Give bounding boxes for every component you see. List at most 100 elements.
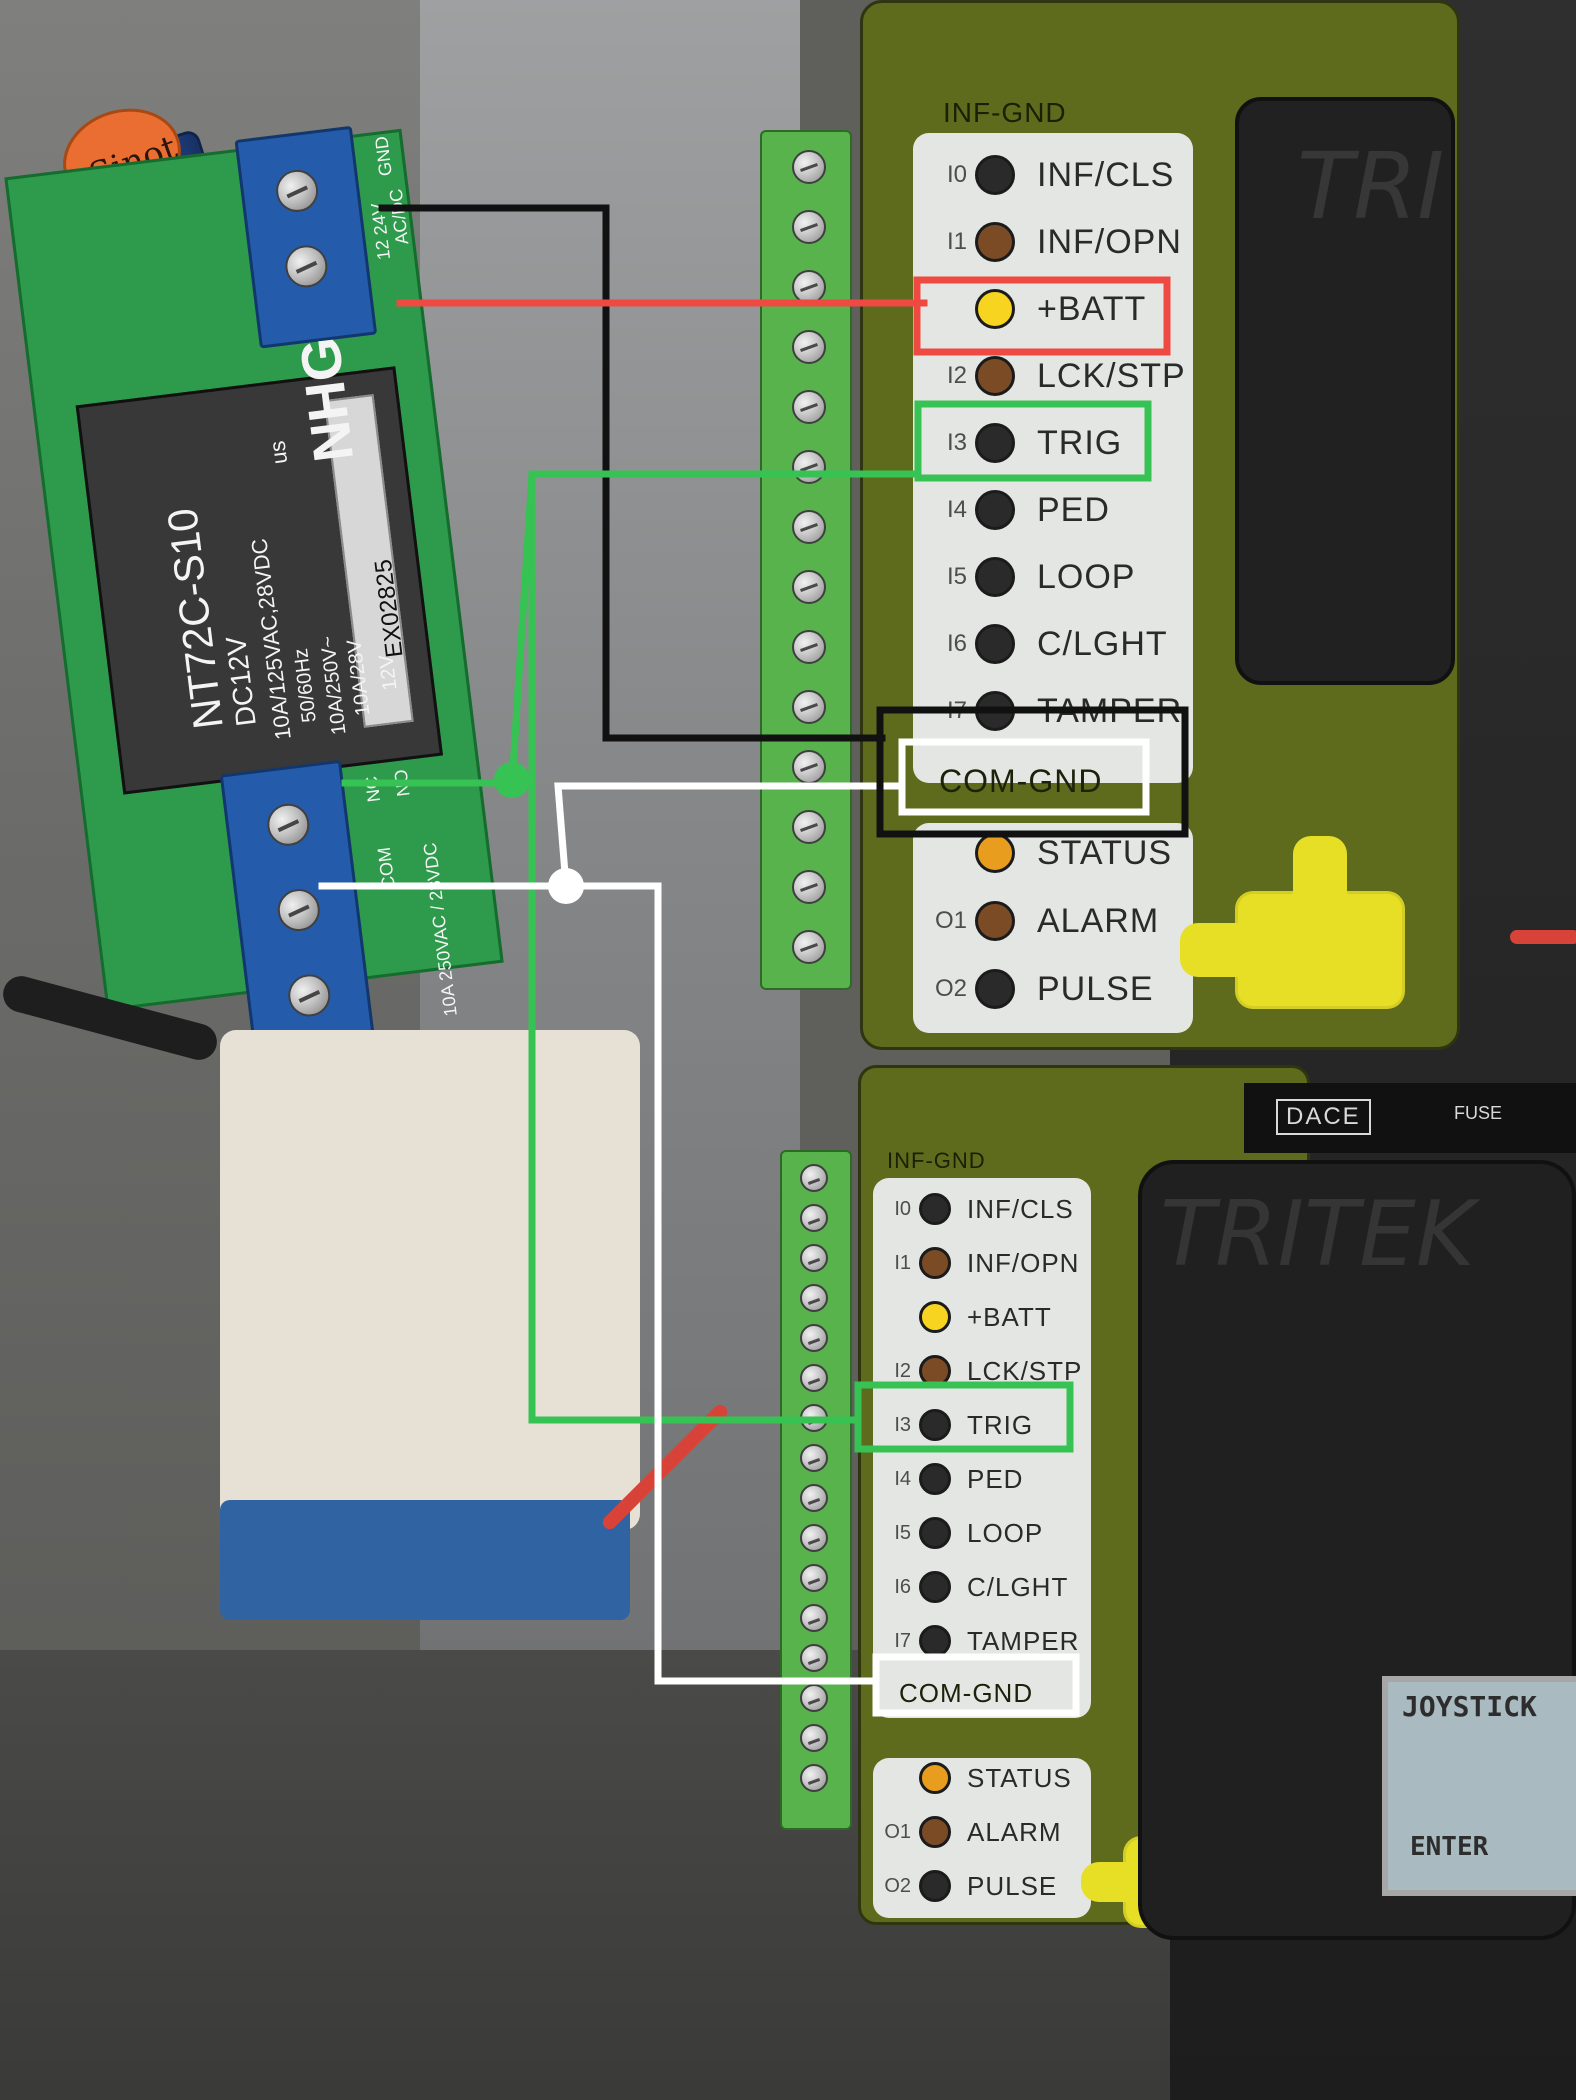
relay-cert-text: us xyxy=(264,439,293,466)
relay-bottom-terminal-text-no: NO xyxy=(390,768,414,798)
terminal-screw-icon xyxy=(800,1444,828,1472)
power-screw-1 xyxy=(273,167,321,215)
top-output-pulse: O2 PULSE xyxy=(929,969,1154,1009)
fuse-label: FUSE xyxy=(1454,1103,1503,1123)
terminal-screw-icon xyxy=(792,630,826,664)
top-led-icon xyxy=(975,490,1015,530)
top-row-code: I4 xyxy=(946,496,967,523)
terminal-screw-icon xyxy=(800,1284,828,1312)
power-screw-2 xyxy=(282,242,330,290)
bottom-led-icon xyxy=(919,1193,951,1225)
bottom-row-code: I2 xyxy=(894,1359,911,1382)
bottom-led-icon xyxy=(919,1571,951,1603)
bottom-output-led-icon xyxy=(919,1816,951,1848)
terminal-screw-icon xyxy=(792,390,826,424)
bottom-output-code: O1 xyxy=(884,1820,911,1843)
relay-cube: NT72C-S10 DC12V 10A/125VAC,28VDC 50/60Hz… xyxy=(75,334,443,795)
top-row-label: INF/OPN xyxy=(1037,222,1182,261)
bottom-led-icon xyxy=(919,1409,951,1441)
terminal-screw-icon xyxy=(800,1364,828,1392)
top-output-status: STATUS xyxy=(929,833,1172,873)
terminal-screw-icon xyxy=(800,1404,828,1432)
bottom-row-label: +BATT xyxy=(967,1301,1052,1332)
bottom-row-code: I3 xyxy=(894,1413,911,1436)
bottom-led-icon xyxy=(919,1247,951,1279)
top-row-code: I6 xyxy=(946,630,967,657)
top-output-label: STATUS xyxy=(1037,833,1173,872)
lcd-line-1: JOYSTICK xyxy=(1402,1690,1537,1723)
top-led-icon xyxy=(975,222,1015,262)
bottom-row--batt: +BATT xyxy=(879,1301,1052,1333)
top-output-label: ALARM xyxy=(1037,901,1160,940)
top-board-title: INF-GND xyxy=(943,97,1067,128)
top-row-code: I0 xyxy=(946,161,967,188)
top-output-label: PULSE xyxy=(1037,969,1154,1008)
terminal-screw-icon xyxy=(800,1604,828,1632)
top-row-ped: I4 PED xyxy=(929,490,1110,530)
terminal-screw-icon xyxy=(800,1764,828,1792)
dace-label: DACE xyxy=(1276,1099,1371,1135)
top-output-code: O2 xyxy=(934,975,967,1002)
white-device-base xyxy=(220,1500,630,1620)
bottom-lcd: JOYSTICK ENTER xyxy=(1382,1676,1576,1896)
bottom-output-status: STATUS xyxy=(879,1762,1072,1794)
top-row-label: PED xyxy=(1037,490,1110,529)
top-row-inf-cls: I0 INF/CLS xyxy=(929,155,1174,195)
bottom-row-label: INF/OPN xyxy=(967,1247,1080,1278)
top-output-code: O1 xyxy=(934,907,967,934)
bottom-led-icon xyxy=(919,1463,951,1495)
top-row-code: I2 xyxy=(946,362,967,389)
terminal-screw-icon xyxy=(792,870,826,904)
terminal-screw-icon xyxy=(792,450,826,484)
bottom-row-code: I5 xyxy=(894,1521,911,1544)
bottom-row-code: I6 xyxy=(894,1575,911,1598)
bottom-output-label: STATUS xyxy=(967,1762,1072,1793)
top-output-alarm: O1 ALARM xyxy=(929,901,1159,941)
bottom-row-label: PED xyxy=(967,1463,1024,1494)
top-output-led-icon xyxy=(975,833,1015,873)
relay-output-screw-2 xyxy=(275,886,323,934)
bottom-row-code: I7 xyxy=(894,1629,911,1652)
bottom-row-tamper: I7 TAMPER xyxy=(879,1625,1079,1657)
top-row-label: TRIG xyxy=(1037,423,1123,462)
red-cable-right xyxy=(1510,930,1576,944)
terminal-screw-icon xyxy=(792,270,826,304)
top-led-icon xyxy=(975,423,1015,463)
relay-output-screw-1 xyxy=(264,801,312,849)
top-output-panel xyxy=(913,823,1193,1033)
top-row-lck-stp: I2 LCK/STP xyxy=(929,356,1186,396)
bottom-row-label: TAMPER xyxy=(967,1625,1080,1656)
terminal-screw-icon xyxy=(800,1724,828,1752)
relay-bottom-terminal-text-nc-top: NC xyxy=(361,775,385,804)
bottom-row-label: TRIG xyxy=(967,1409,1034,1440)
bottom-output-panel xyxy=(873,1758,1091,1918)
top-joystick xyxy=(1180,836,1405,1009)
bottom-row-lck-stp: I2 LCK/STP xyxy=(879,1355,1082,1387)
bottom-row-trig: I3 TRIG xyxy=(879,1409,1033,1441)
bottom-case-text: TRITEK xyxy=(1160,1182,1475,1287)
terminal-screw-icon xyxy=(800,1244,828,1272)
relay-rating-2-text: 50/60Hz xyxy=(289,647,321,724)
terminal-screw-icon xyxy=(792,330,826,364)
terminal-screw-icon xyxy=(792,810,826,844)
top-row-label: +BATT xyxy=(1037,289,1147,328)
power-terminal-block xyxy=(234,125,378,349)
terminal-screw-icon xyxy=(792,930,826,964)
bottom-row-label: LCK/STP xyxy=(967,1355,1083,1386)
terminal-screw-icon xyxy=(792,510,826,544)
terminal-screw-icon xyxy=(800,1484,828,1512)
bottom-row-code: I4 xyxy=(894,1467,911,1490)
terminal-screw-icon xyxy=(800,1684,828,1712)
top-row-label: LCK/STP xyxy=(1037,356,1186,395)
top-led-icon xyxy=(975,624,1015,664)
top-row-label: INF/CLS xyxy=(1037,155,1175,194)
bottom-output-led-icon xyxy=(919,1870,951,1902)
